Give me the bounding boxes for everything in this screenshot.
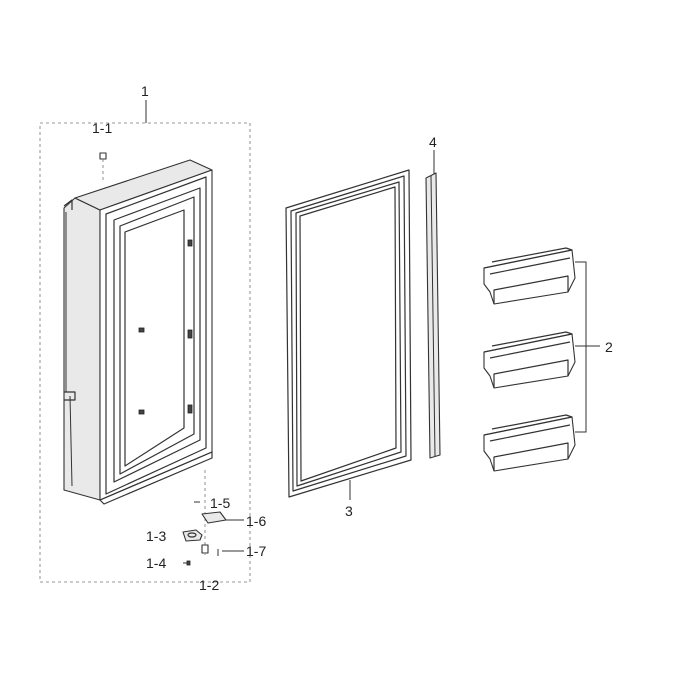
label-2: 2: [605, 339, 613, 355]
label-1-5: 1-5: [210, 495, 230, 511]
hinge-parts: [182, 470, 227, 566]
label-1-7: 1-7: [246, 543, 266, 559]
assembly-bracket: [39, 100, 251, 583]
door-gasket: [285, 169, 412, 500]
door-shelf-bins: [483, 247, 600, 472]
shelf-bin-bottom: [483, 414, 576, 472]
label-4: 4: [429, 134, 437, 150]
part-1-1: [99, 152, 107, 180]
label-1-3: 1-3: [146, 528, 166, 544]
label-1-1: 1-1: [92, 120, 112, 136]
label-1: 1: [141, 83, 149, 99]
label-1-4: 1-4: [146, 555, 166, 571]
label-3: 3: [345, 503, 353, 519]
door-assembly: [63, 159, 213, 505]
shelf-bin-top: [483, 247, 576, 305]
door-strip: [425, 150, 441, 459]
label-1-2: 1-2: [199, 577, 219, 593]
shelf-bin-middle: [483, 331, 576, 389]
label-1-6: 1-6: [246, 513, 266, 529]
